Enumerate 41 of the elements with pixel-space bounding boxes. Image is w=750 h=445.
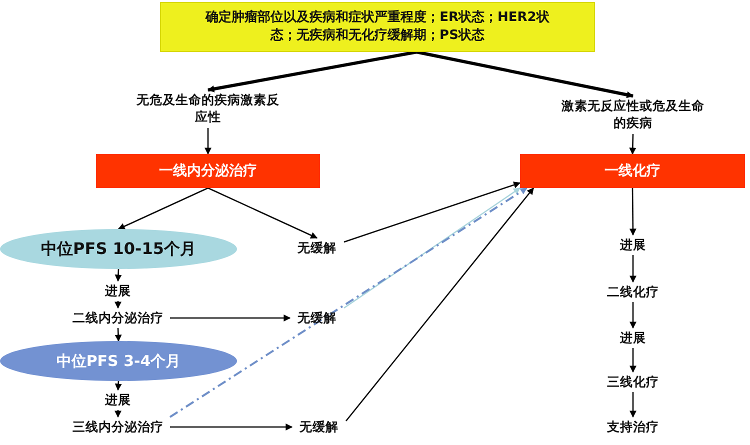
arrow bbox=[629, 188, 636, 236]
arrow bbox=[630, 255, 636, 283]
arrow bbox=[630, 392, 636, 418]
arrow bbox=[170, 314, 291, 322]
arrow bbox=[629, 134, 636, 155]
step-text: 无缓解 bbox=[292, 417, 346, 437]
step-text: 无危及生命的疾病激素反应性 bbox=[133, 90, 283, 128]
outcome-ellipse: 中位PFS 10-15个月 bbox=[0, 229, 237, 269]
arrow bbox=[170, 424, 293, 430]
step-text: 支持治疗 bbox=[599, 417, 667, 437]
arrow bbox=[208, 187, 318, 239]
arrow bbox=[344, 182, 521, 243]
step-text: 无缓解 bbox=[290, 238, 344, 258]
arrow bbox=[114, 410, 122, 418]
step-text: 进展 bbox=[100, 281, 136, 301]
arrow bbox=[114, 328, 122, 342]
arrow bbox=[344, 187, 521, 309]
outcome-ellipse: 中位PFS 3-4个月 bbox=[0, 341, 237, 381]
treatment-bar: 一线内分泌治疗 bbox=[96, 154, 320, 188]
arrow bbox=[169, 187, 528, 418]
arrow bbox=[118, 187, 208, 230]
step-text: 进展 bbox=[615, 235, 651, 255]
arrow bbox=[114, 268, 122, 282]
step-text: 无缓解 bbox=[290, 308, 344, 328]
arrow bbox=[207, 50, 417, 92]
arrow bbox=[204, 128, 212, 155]
step-text: 进展 bbox=[615, 328, 651, 348]
step-text: 二线化疗 bbox=[599, 282, 667, 302]
treatment-bar: 一线化疗 bbox=[520, 154, 745, 188]
step-text: 激素无反应性或危及生命的疾病 bbox=[558, 96, 708, 134]
step-text: 二线内分泌治疗 bbox=[66, 308, 170, 328]
step-text: 进展 bbox=[100, 390, 136, 410]
arrow bbox=[630, 348, 636, 373]
arrow bbox=[114, 380, 122, 391]
step-text: 三线化疗 bbox=[599, 372, 667, 392]
arrow bbox=[416, 50, 634, 98]
step-text: 三线内分泌治疗 bbox=[66, 417, 170, 437]
arrow bbox=[114, 301, 122, 309]
arrow bbox=[630, 302, 636, 329]
arrow bbox=[346, 187, 534, 422]
criteria-box: 确定肿瘤部位以及疾病和症状严重程度；ER状态；HER2状态；无疾病和无化疗缓解期；PS状态 bbox=[160, 2, 595, 52]
